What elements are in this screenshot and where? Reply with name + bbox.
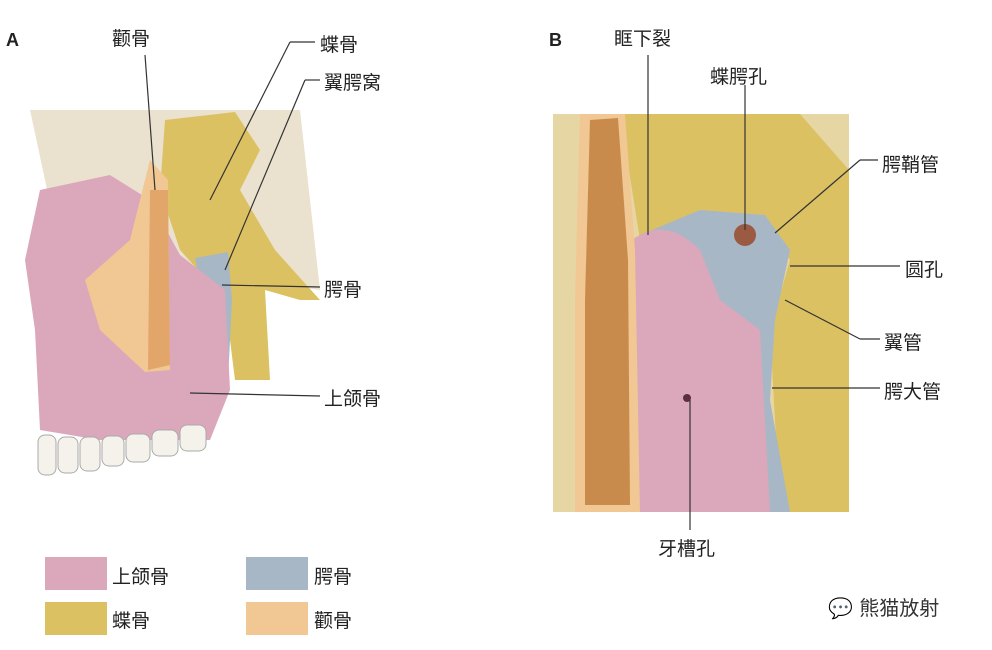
maxilla-bone-b	[632, 229, 770, 513]
label-inferior-orbital-fissure: 眶下裂	[614, 28, 672, 50]
label-maxilla: 上颌骨	[324, 388, 382, 410]
label-palatovaginal-canal: 腭鞘管	[882, 154, 940, 176]
legend-label-zygomatic: 颧骨	[314, 610, 353, 632]
label-alveolar-foramina: 牙槽孔	[658, 538, 716, 560]
watermark-text: 熊猫放射	[859, 596, 940, 620]
sphenoid-bone	[160, 112, 320, 380]
sphenoid-bone-b	[620, 114, 849, 512]
legend-swatch-sphenoid	[45, 602, 107, 635]
panel-label-b: B	[549, 30, 562, 50]
label-foramen-rotundum: 圆孔	[905, 259, 944, 281]
closeup-illustration-b	[553, 114, 849, 513]
label-pterygoid-canal: 翼管	[884, 332, 923, 354]
skull-illustration-a	[25, 110, 320, 476]
label-sphenopalatine-foramen: 蝶腭孔	[710, 66, 768, 88]
legend-swatch-zygomatic	[246, 602, 308, 635]
label-pterygopalatine-fossa: 翼腭窝	[324, 72, 382, 94]
leader-lines	[144, 41, 900, 530]
watermark: 💬 熊猫放射	[828, 592, 939, 621]
label-palatine: 腭骨	[324, 279, 363, 301]
panel-label-a: A	[6, 30, 19, 50]
label-sphenoid: 蝶骨	[320, 34, 359, 56]
legend-label-palatine: 腭骨	[314, 566, 353, 588]
label-zygomatic: 颧骨	[112, 28, 151, 50]
label-greater-palatine-canal: 腭大管	[884, 381, 942, 403]
legend-label-sphenoid: 蝶骨	[112, 610, 151, 632]
legend-swatch-palatine	[246, 557, 308, 590]
legend-label-maxilla: 上颌骨	[112, 566, 170, 588]
legend-swatch-maxilla	[45, 557, 107, 590]
wechat-icon: 💬	[828, 596, 853, 620]
